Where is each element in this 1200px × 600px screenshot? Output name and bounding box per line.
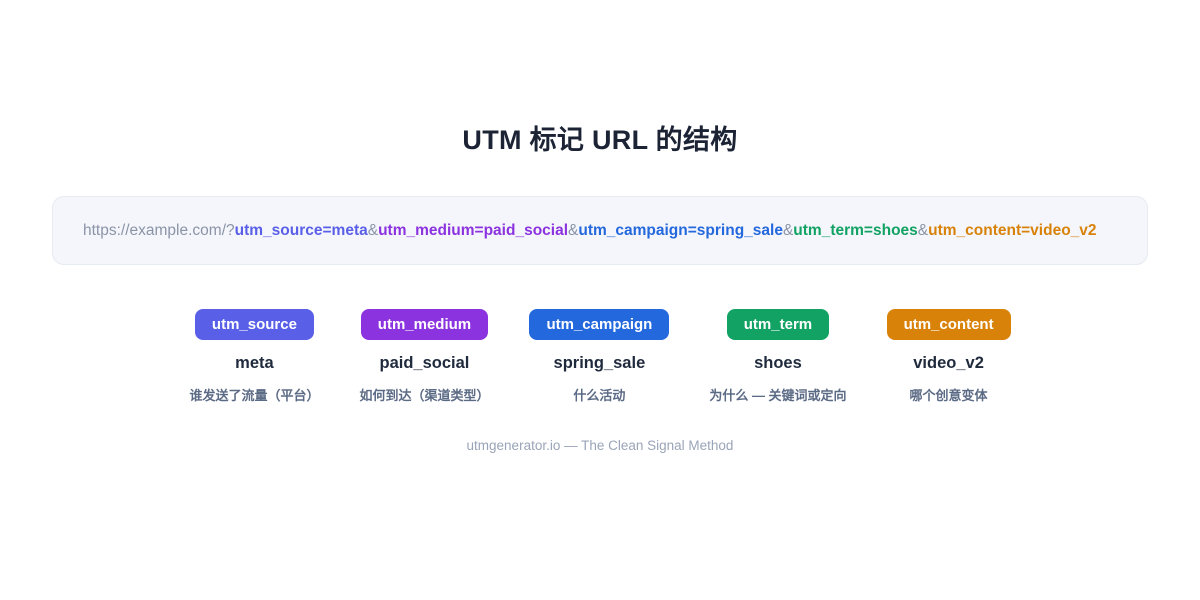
params-row: utm_source meta 谁发送了流量（平台） utm_medium pa…	[0, 309, 1200, 404]
param-description: 为什么 — 关键词或定向	[709, 388, 847, 403]
url-param-segment: utm_content=video_v2	[928, 222, 1097, 239]
url-param-segment: utm_medium=paid_social	[378, 222, 569, 239]
url-param-segment: utm_term=shoes	[793, 222, 918, 239]
param-description: 如何到达（渠道类型）	[359, 388, 490, 403]
url-separator: &	[782, 222, 794, 239]
param-value: paid_social	[379, 354, 470, 372]
url-base-text: https://example.com/?	[83, 222, 235, 239]
param-value: meta	[235, 354, 274, 372]
url-separator: &	[568, 222, 579, 239]
param-value: shoes	[754, 354, 802, 372]
param-value: video_v2	[913, 354, 984, 372]
url-param-segment: utm_source=meta	[234, 222, 368, 239]
url-param-segment: utm_campaign=spring_sale	[578, 222, 783, 239]
param-badge: utm_term	[726, 309, 830, 340]
param-value: spring_sale	[553, 354, 646, 372]
param-column: utm_content video_v2 哪个创意变体	[886, 309, 1011, 404]
param-description: 哪个创意变体	[909, 388, 988, 403]
param-description: 什么活动	[573, 388, 626, 403]
param-column: utm_campaign spring_sale 什么活动	[529, 309, 670, 404]
param-column: utm_source meta 谁发送了流量（平台）	[189, 309, 319, 404]
url-separator: &	[917, 222, 929, 239]
param-badge: utm_content	[886, 309, 1011, 340]
page-title: UTM 标记 URL 的结构	[462, 125, 738, 155]
param-badge: utm_medium	[360, 309, 489, 340]
param-column: utm_medium paid_social 如何到达（渠道类型）	[359, 309, 489, 404]
footer-credit: utmgenerator.io — The Clean Signal Metho…	[466, 438, 734, 453]
param-description: 谁发送了流量（平台）	[189, 388, 320, 403]
param-badge: utm_campaign	[529, 309, 670, 340]
url-display-box: https://example.com/?utm_source=meta&utm…	[52, 196, 1148, 265]
param-column: utm_term shoes 为什么 — 关键词或定向	[709, 309, 847, 404]
url-separator: &	[367, 222, 379, 239]
param-badge: utm_source	[194, 309, 314, 340]
